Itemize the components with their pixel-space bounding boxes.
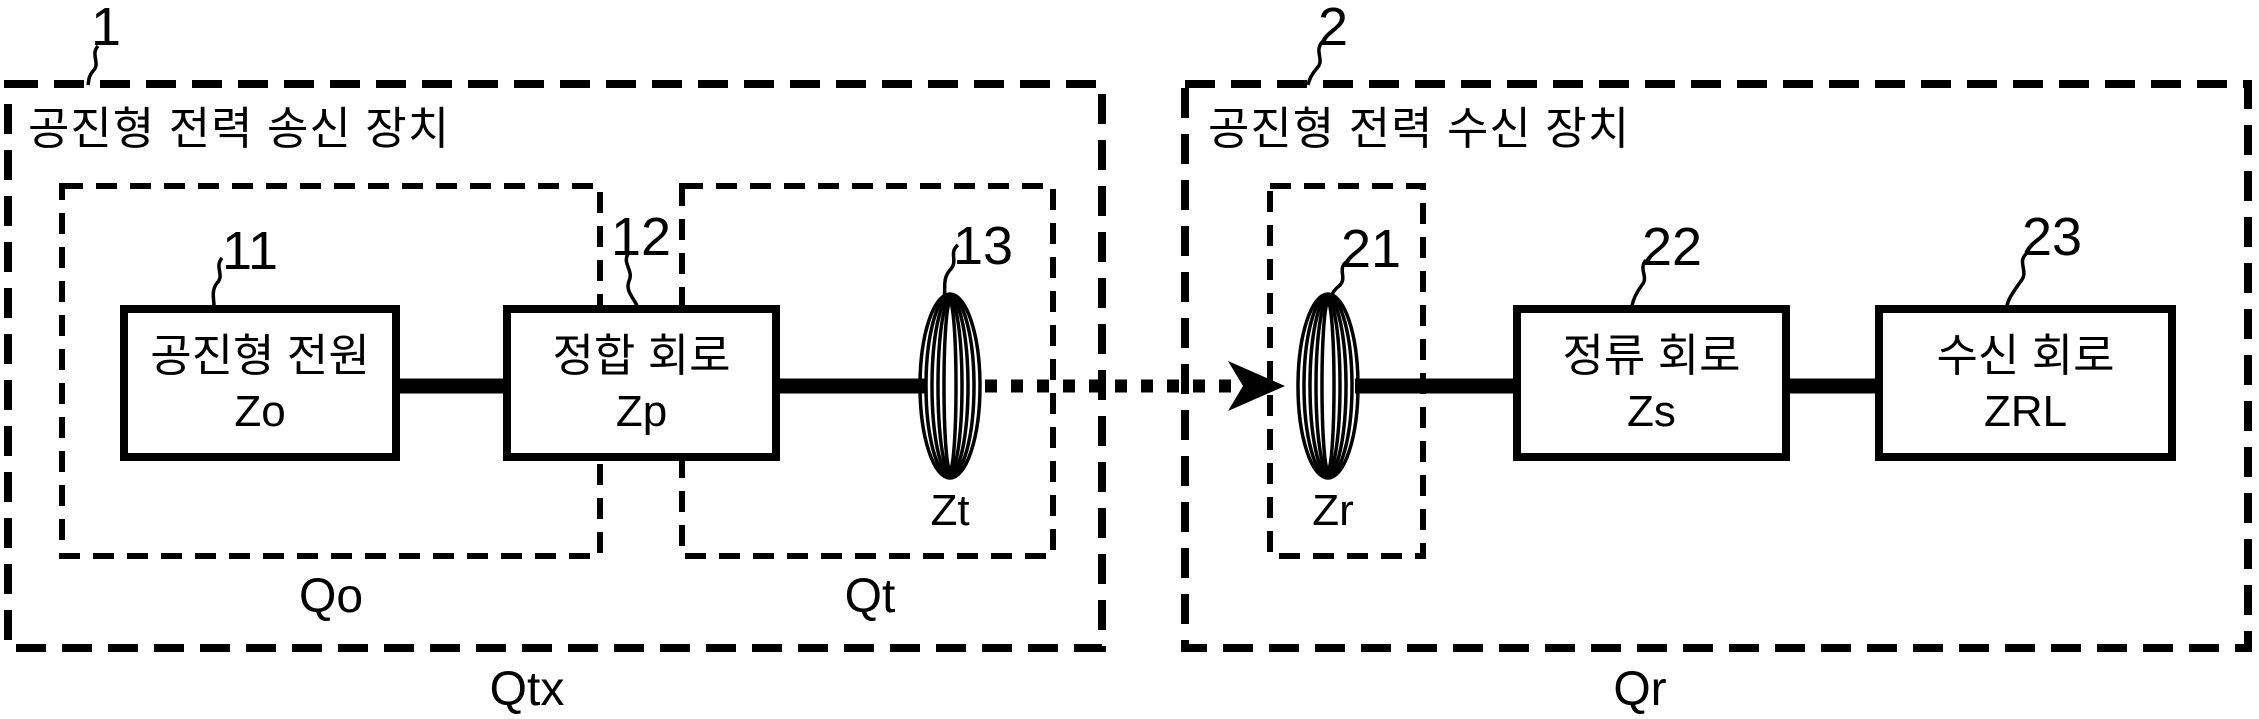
zr-group-boundary (1267, 183, 1426, 559)
matching-box-name: 정합 회로 (552, 330, 731, 382)
qtx-bottom-label: Qtx (489, 663, 565, 716)
matching-box-impedance: Zp (615, 386, 668, 436)
ref-leader-12 (624, 253, 639, 307)
power-transfer-arrowhead (1228, 361, 1285, 411)
ref-number-21: 21 (1340, 219, 1402, 279)
receiver-title: 공진형 전력 수신 장치 (1208, 103, 1631, 154)
receive-coil-label: Zr (1312, 486, 1354, 535)
rectifier-box: 정류 회로 Zs (1513, 305, 1790, 461)
source-box: 공진형 전원 Zo (120, 305, 400, 461)
ref-leader-21 (1329, 260, 1348, 299)
transmit-coil-icon (918, 292, 982, 480)
load-box-name: 수신 회로 (1936, 330, 2115, 382)
receiver-boundary (1181, 80, 2252, 652)
load-box-impedance: ZRL (1983, 386, 2068, 436)
rectifier-box-impedance: Zs (1627, 386, 1676, 436)
transmitter-title: 공진형 전력 송신 장치 (28, 103, 451, 154)
ref-leader-22 (1630, 258, 1648, 307)
ref-number-12: 12 (610, 207, 672, 267)
receive-coil-icon (1296, 292, 1360, 480)
ref-leader-23 (2005, 252, 2028, 307)
source-box-impedance: Zo (234, 386, 286, 436)
ref-number-11: 11 (221, 221, 279, 281)
ref-leader-13 (942, 243, 960, 299)
ref-leader-1 (86, 44, 100, 86)
ref-leader-2 (1306, 40, 1324, 86)
ref-leader-11 (211, 256, 224, 307)
transmit-coil-label: Zt (930, 486, 970, 535)
qr-bottom-label: Qr (1613, 663, 1667, 716)
qt-group-label: Qt (844, 570, 896, 623)
source-box-name: 공진형 전원 (150, 330, 370, 382)
ref-number-23: 23 (2021, 207, 2083, 267)
matching-box: 정합 회로 Zp (503, 305, 780, 461)
rectifier-box-name: 정류 회로 (1562, 330, 1741, 382)
load-box: 수신 회로 ZRL (1875, 305, 2176, 461)
ref-number-2: 2 (1317, 0, 1349, 57)
ref-number-1: 1 (90, 0, 122, 57)
ref-number-13: 13 (952, 216, 1014, 276)
ref-number-22: 22 (1641, 217, 1703, 277)
qo-group-label: Qo (298, 570, 364, 623)
